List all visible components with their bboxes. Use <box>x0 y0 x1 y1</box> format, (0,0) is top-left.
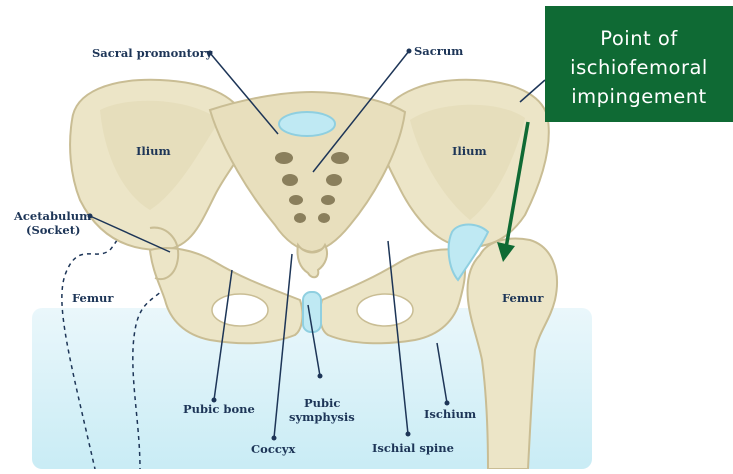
label-pubic-bone: Pubic bone <box>183 402 255 416</box>
label-sacrum: Sacrum <box>414 44 463 58</box>
label-ilium-right: Ilium <box>452 144 487 158</box>
sacral-disc <box>279 112 335 136</box>
label-femur-right: Femur <box>502 291 544 305</box>
label-acetabulum-socket: (Socket) <box>26 223 80 237</box>
label-ilium-left: Ilium <box>136 144 171 158</box>
callout-line-1: Point of <box>545 24 733 53</box>
label-pubic-symphysis-2: symphysis <box>289 410 355 424</box>
label-femur-left: Femur <box>72 291 114 305</box>
callout-text: Point of ischiofemoral impingement <box>545 24 733 111</box>
left-obturator-foramen <box>212 294 268 326</box>
label-coccyx: Coccyx <box>251 442 296 456</box>
label-sacral-promontory: Sacral promontory <box>92 46 213 60</box>
callout-line-3: impingement <box>545 82 733 111</box>
callout-line-2: ischiofemoral <box>545 53 733 82</box>
label-ischium: Ischium <box>424 407 476 421</box>
label-pubic-symphysis-1: Pubic <box>304 396 340 410</box>
right-obturator-foramen <box>357 294 413 326</box>
label-acetabulum: Acetabulum <box>13 209 91 223</box>
label-ischial-spine: Ischial spine <box>372 441 454 455</box>
impingement-callout: Point of ischiofemoral impingement <box>545 6 733 122</box>
